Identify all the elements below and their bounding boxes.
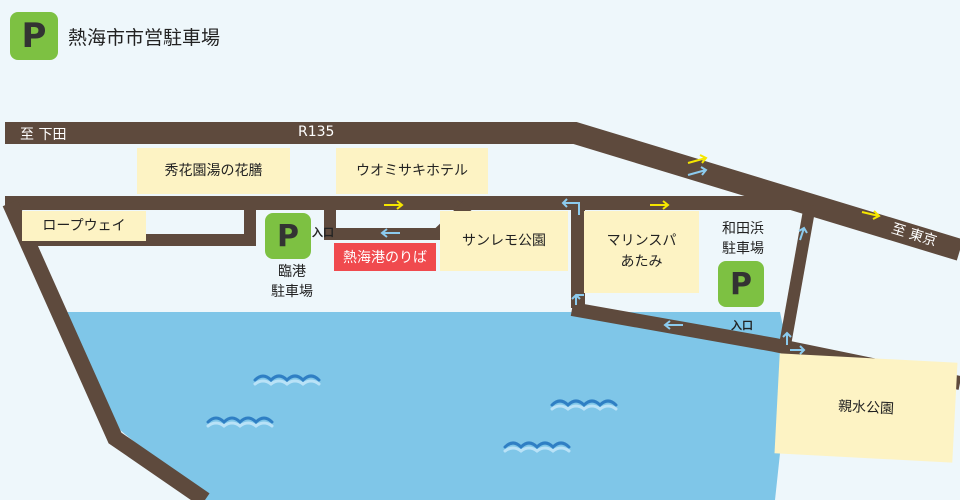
wadahama-parking-line2: 駐車場 xyxy=(722,241,764,258)
rinko-parking-label: 臨港 駐車場 xyxy=(258,262,326,303)
arrow-icon xyxy=(384,154,881,220)
rinko-entrance-label: 入口 xyxy=(312,226,334,239)
parking-icon: P xyxy=(10,12,58,60)
place-hanazen: 秀花園湯の花膳 xyxy=(137,148,290,194)
road-label-r135: R135 xyxy=(298,124,335,140)
ferry-terminal: 熱海港のりば xyxy=(334,243,436,271)
parking-icon-rinko: P xyxy=(265,213,311,259)
rinko-parking-line2: 駐車場 xyxy=(271,284,313,301)
page-title: 熱海市市営駐車場 xyxy=(68,26,221,49)
road-label-to-shimoda: 至 下田 xyxy=(20,127,67,143)
wave-icon xyxy=(206,374,618,453)
wadahama-parking-line1: 和田浜 xyxy=(722,221,764,237)
rinko-parking-line1: 臨港 xyxy=(278,264,306,280)
place-ropeway: ロープウェイ xyxy=(22,211,146,241)
road-vertical-wadahama xyxy=(779,203,816,347)
place-marine-spa: マリンスパ あたみ xyxy=(584,211,699,293)
place-marine-spa-line2: あたみ xyxy=(620,254,663,270)
sea xyxy=(65,312,790,500)
map-header: P 熱海市市営駐車場 xyxy=(10,12,220,60)
place-marine-spa-line1: マリンスパ xyxy=(606,233,677,249)
road-west-edge xyxy=(2,199,210,500)
place-uomisaki-hotel: ウオミサキホテル xyxy=(336,148,488,194)
road-r135 xyxy=(5,122,960,261)
wadahama-entrance-label: 入口 xyxy=(731,319,753,332)
parking-icon-wadahama: P xyxy=(718,261,764,307)
place-sanremo-park: サンレモ公園 xyxy=(440,211,568,271)
place-shinsui-park: 親水公園 xyxy=(774,353,958,463)
wadahama-parking-label: 和田浜 駐車場 xyxy=(708,219,778,260)
